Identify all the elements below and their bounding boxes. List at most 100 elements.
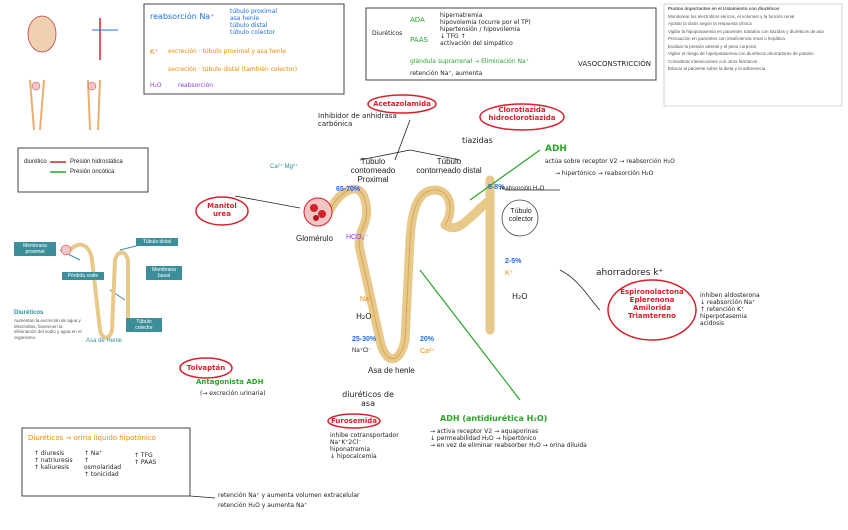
adh-bottom-notes: → activa receptor V2 → aquaporinas ↓ per…: [430, 428, 650, 449]
ion-h2o-loop: H₂O: [356, 312, 372, 321]
furosemida-note: hiponatremia: [330, 446, 370, 453]
left-box: Pérdida sodio: [62, 272, 104, 280]
left-box: Membrana basal: [146, 266, 182, 280]
top-box-item: túbulo colector: [230, 29, 276, 36]
left-caption: Aumentan la excreción de agua y electrol…: [14, 318, 82, 340]
bottom-line2: retención H₂O y aumenta Na⁺: [218, 502, 308, 509]
bottom-col1-item: ↑ kaliuresis: [34, 464, 70, 471]
bottom-col3-item: ↑ TFG: [134, 452, 153, 459]
top-box-line2: excreción · túbulo proximal y asa henle: [168, 48, 286, 55]
bottom-col1-item: ↑ diuresis: [34, 450, 65, 457]
top-box-k: K⁺: [150, 48, 159, 56]
label-tubulo-colector: Túbulo colector: [508, 208, 534, 223]
label-tubulo-proximal: Túbulo contorneado Proximal: [350, 157, 396, 184]
label-adh-right: ADH: [545, 144, 567, 154]
furosemida-notes: inhibe cotransportador Na⁺K⁺2Cl⁻ hiponat…: [330, 432, 425, 460]
drug-antagonista-adh: Antagonista ADH: [196, 378, 264, 386]
notes-item: Considerar interacciones con otros fárma…: [668, 58, 758, 64]
ion-hco3: HCO₃⁻: [346, 234, 369, 241]
left-box: Túbulo colector: [126, 318, 162, 332]
infobox-item: hipovolemia (ocurre por el TP): [440, 19, 531, 26]
infobox-item: ↓ TFG ↑: [440, 33, 466, 40]
bottom-col3: ↑ TFG ↑ PAAS: [134, 452, 174, 466]
bottom-col2-item: ↑ Na⁺: [84, 450, 103, 457]
top-box-h2o: H₂O: [150, 82, 162, 89]
ahorr-notes: inhiben aldosterona ↓ reabsorción Na⁺ ↑ …: [700, 292, 800, 327]
adh-bottom-note: → en vez de eliminar reabsorber H₂O → or…: [430, 442, 587, 449]
infobox-item: activación del simpático: [440, 40, 513, 47]
adh-note-2: → hipertónico → reabsorción H₂O: [555, 170, 654, 177]
legend-label: diurético: [24, 159, 47, 165]
notes-item: Ajustar la dosis según la respuesta clín…: [668, 21, 752, 26]
label-ahorradores: ahorradores k⁺: [596, 268, 664, 278]
infobox-item: hipertensión / hipovolemia: [440, 26, 521, 33]
pct-colector: 2-5%: [505, 258, 522, 265]
adh-note-1: actúa sobre receptor V2 → reabsorción H₂…: [545, 158, 675, 165]
infobox-items: hipernatremia hipovolemia (ocurre por el…: [440, 12, 560, 47]
notes-item: Evaluar la presión arterial y el peso co…: [668, 43, 756, 49]
label-tubulo-distal: Túbulo contorneado distal: [416, 157, 482, 175]
infobox-item-last: glándula suprarrenal → Eliminación Na⁺: [410, 58, 529, 65]
label-inhib-anhidrasa: Inhibidor de anhidrasa carbónica: [318, 112, 397, 128]
notes-item: Educar al paciente sobre la dieta y la a…: [668, 66, 766, 71]
top-box-line4: reabsorción: [178, 82, 214, 89]
label-tiazidas: tiazidas: [462, 136, 493, 145]
top-box-item: túbulo distal: [230, 22, 268, 29]
bottom-col2-item: ↑ osmolaridad: [84, 457, 122, 471]
left-box-asa: Asa de Henle: [86, 338, 123, 344]
furosemida-note: ↓ hipocalcemia: [330, 453, 377, 460]
notes-item: Vigilar el riesgo de hiperpotasemia con …: [668, 51, 814, 56]
drug-furosemida: Furosemida: [330, 417, 378, 425]
ahorr-note: ↓ reabsorción Na⁺: [700, 299, 756, 306]
left-caption-title: Diuréticos: [14, 310, 44, 316]
top-box-item: túbulo proximal: [230, 8, 278, 15]
label-diureticos-asa: diuréticos de asa: [342, 390, 394, 408]
adh-bottom-title: ADH (antidiurética H₂O): [440, 414, 548, 423]
label-asa-henle: Asa de henle: [368, 366, 415, 375]
drug-espironolactona: Espironolactona Eplerenona Amilorida Tri…: [620, 288, 684, 320]
notes-item: Precaución en pacientes con insuficienci…: [668, 36, 785, 41]
left-box: Túbulo distal: [136, 238, 178, 246]
drug-acetazolamida: Acetazolamida: [373, 100, 431, 108]
ahorr-note: inhiben aldosterona: [700, 292, 760, 299]
ion-ca: Ca²⁺: [420, 348, 435, 355]
pct-distal: 5-8%: [488, 184, 505, 191]
top-box-line1-head: reabsorción Na⁺: [150, 12, 215, 21]
pct-loop2: 20%: [420, 336, 435, 343]
ion-na-loop: Na⁺: [360, 296, 373, 303]
infobox-ada: ADA: [410, 16, 425, 24]
infobox-label: Diuréticos: [372, 30, 403, 37]
tolvaptan-note: (→ excreción urinaria): [200, 390, 266, 397]
notes-panel: Puntos importantes en el tratamiento con…: [668, 6, 840, 74]
notes-item: Monitorear los electrolitos séricos, el …: [668, 13, 795, 19]
bottom-col1: ↑ diuresis ↑ natriuresis ↑ kaliuresis: [34, 450, 74, 471]
ahorr-note: acidosis: [700, 320, 725, 327]
bottom-col1-item: ↑ natriuresis: [34, 457, 73, 464]
notes-item: Vigilar la hipopotasemia en pacientes tr…: [668, 28, 824, 34]
bottom-line1: retención Na⁺ y aumenta volumen extracel…: [218, 492, 360, 499]
drug-manitol: Manitol urea: [207, 202, 237, 218]
furosemida-note: inhibe cotransportador Na⁺K⁺2Cl⁻: [330, 432, 399, 446]
top-box-item: asa henle: [230, 15, 260, 22]
ahorr-note: ↑ retención K⁺: [700, 306, 745, 313]
bottom-box-title: Diuréticos → orina líquido hipotónico: [28, 434, 156, 442]
adh-bottom-note: ↓ permeabilidad H₂O → hipertónico: [430, 435, 537, 442]
pct-proximal: 65-70%: [336, 186, 361, 193]
infobox-paas: PAAS: [410, 36, 428, 44]
top-box-line3: secreción · túbulo distal (también colec…: [168, 66, 298, 73]
ion-k-col: K⁺: [505, 270, 514, 277]
adh-bottom-note: → activa receptor V2 → aquaporinas: [430, 428, 539, 435]
infobox-bottom: retención Na⁺, aumenta: [410, 70, 483, 77]
ahorr-note: hiperpotasemia: [700, 313, 747, 320]
notes-title: Puntos importantes en el tratamiento con…: [668, 6, 780, 11]
legend-presion-h: Presión hidrostática: [70, 159, 123, 165]
top-box-line1-items: túbulo proximal asa henle túbulo distal …: [230, 8, 340, 36]
ion-na-cl: Na⁺Cl⁻: [352, 348, 372, 354]
legend-presion-o: Presión oncótica: [70, 169, 115, 175]
ion-h2o-col: H₂O: [512, 292, 528, 301]
label-glomerulo: Glomérulo: [296, 234, 333, 243]
reabsorcion-h2o: reabsorción H₂O: [500, 186, 545, 192]
infobox-item: hipernatremia: [440, 12, 483, 19]
bottom-col2: ↑ Na⁺ ↑ osmolaridad ↑ tonicidad: [84, 450, 124, 478]
